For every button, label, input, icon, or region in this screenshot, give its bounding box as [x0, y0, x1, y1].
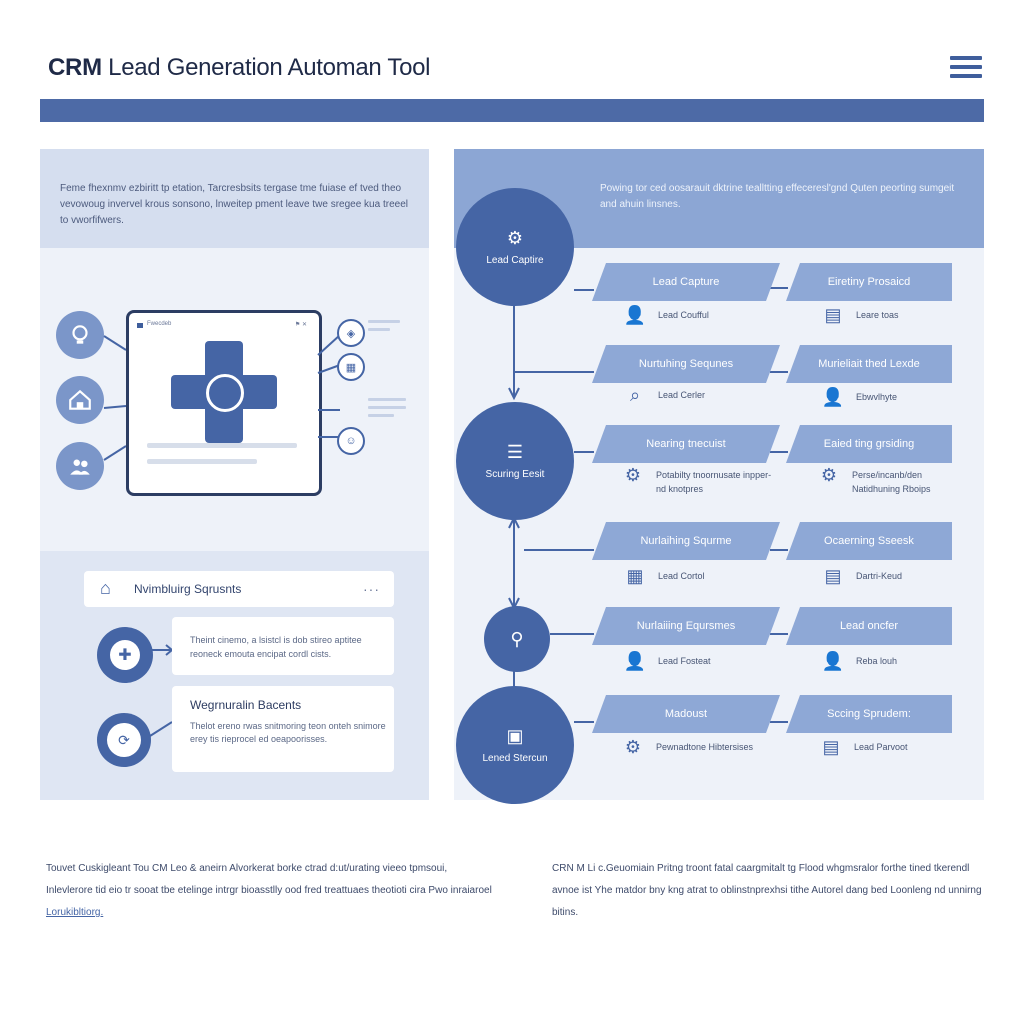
gear-icon: ⚙: [624, 465, 642, 485]
more-options-icon[interactable]: ···: [363, 581, 380, 597]
info-card-a-text: Theint cinemo, a lsistcl is dob stireo a…: [190, 635, 362, 659]
info-card-b: Wegrnuralin Bacents Thelot ereno rwas sn…: [172, 686, 394, 772]
footer-left: Touvet Cuskigleant Tou CM Leo & aneirn A…: [46, 858, 496, 924]
flow-item: 👤Lead Coufful: [622, 305, 772, 334]
flow-node-label: Scuring Eesit: [485, 469, 545, 480]
shield-icon: ◈: [337, 319, 365, 347]
flow-node-label: Lened Stercun: [482, 753, 548, 764]
page-title-bold: CRM: [48, 54, 102, 81]
person-icon: ⚲: [510, 628, 524, 649]
person-icon: 👤: [821, 651, 845, 671]
robot-icon: ⚙: [506, 228, 524, 248]
house-icon: [56, 376, 104, 424]
left-connectors: [103, 335, 127, 461]
team-icon: [56, 442, 104, 490]
right-intro-text: Powing tor ced oosarauit dktrine tealltt…: [600, 183, 955, 210]
flow-banner[interactable]: Sccing Sprudem:: [786, 695, 952, 733]
flow-banner[interactable]: Ocaerning Sseesk: [786, 522, 952, 560]
flow-node-stercun[interactable]: ▣ Lened Stercun: [456, 686, 574, 804]
left-intro-text: Feme fhexnmv ezbiritt tp etation, Tarcre…: [60, 183, 408, 226]
header-banner: [40, 99, 984, 122]
hamburger-menu-icon[interactable]: [950, 56, 982, 82]
footer-right: CRN M Li c.Geuomiain Pritng troont fatal…: [552, 858, 982, 924]
table-icon: ▦: [626, 566, 644, 586]
flow-banner[interactable]: Eiretiny Prosaicd: [786, 263, 952, 301]
cross-ring: [206, 374, 244, 412]
home-icon: ⌂: [100, 578, 111, 598]
window-flag-icon: ⚑ ✕: [294, 322, 307, 328]
flow-item: ▤Leare toas: [820, 305, 960, 334]
nurture-card-header[interactable]: ⌂ Nvimbluirg Sqrusnts ···: [84, 571, 394, 607]
flow-banner[interactable]: Lead Capture: [592, 263, 780, 301]
flow-item: 👤Ebwvlhyte: [820, 387, 960, 416]
right-connectors: [317, 334, 341, 438]
gear-icon: ✚: [97, 627, 153, 683]
person-icon: 👤: [821, 387, 845, 407]
flow-node-lead-capture[interactable]: ⚙ Lead Captire: [456, 188, 574, 306]
face-icon: ☺: [337, 427, 365, 455]
flow-item: 👤Lead Fosteat: [622, 651, 772, 680]
flow-item: 👤Reba louh: [820, 651, 960, 680]
flow-item: ⚙Perse/incanb/den Natidhuning Rboips: [816, 465, 962, 496]
flow-banner[interactable]: Madoust: [592, 695, 780, 733]
person-icon: 👤: [623, 651, 647, 671]
flow-banner[interactable]: Eaied ting grsiding: [786, 425, 952, 463]
flow-banner[interactable]: Murieliait thed Lexde: [786, 345, 952, 383]
chart-icon: ▤: [824, 566, 842, 586]
flow-node-person[interactable]: ⚲: [484, 606, 550, 672]
lightbulb-icon: [56, 311, 104, 359]
footer-left-text: Touvet Cuskigleant Tou CM Leo & aneirn A…: [46, 863, 492, 896]
sync-icon: ⟳: [97, 713, 151, 767]
flow-item: ▤Lead Parvoot: [818, 737, 964, 766]
window-title: Fwecdeb: [147, 321, 172, 327]
flow-node-label: Lead Captire: [486, 255, 544, 266]
flow-item: ⚙Potabilty tnoornusate inpper-nd knotpre…: [620, 465, 780, 496]
page-title: CRM Lead Generation Automan Tool: [48, 54, 431, 82]
info-card-a: Theint cinemo, a lsistcl is dob stireo a…: [172, 617, 394, 675]
flow-item: ⌕Lead Cerler: [622, 385, 772, 414]
list-search-icon: ☰: [506, 442, 524, 462]
app-window-mockup: Fwecdeb ⚑ ✕: [126, 310, 322, 496]
nurture-card-label: Nvimbluirg Sqrusnts: [134, 582, 242, 596]
info-card-b-heading: Wegrnuralin Bacents: [190, 698, 302, 712]
gear-icon: ⚙: [624, 737, 642, 757]
window-logo-icon: [137, 323, 143, 328]
document-lock-icon: ▣: [506, 726, 524, 746]
info-card-b-text: Thelot ereno rwas snitmoring teon onteh …: [190, 721, 386, 744]
building-icon: ▦: [337, 353, 365, 381]
footer-right-text: CRN M Li c.Geuomiain Pritng troont fatal…: [552, 863, 982, 918]
graph-icon: ▤: [824, 305, 842, 325]
flow-banner[interactable]: Nurlaihing Squrme: [592, 522, 780, 560]
flow-item: ▦Lead Cortol: [622, 566, 772, 595]
footer-left-link[interactable]: Lorukibltiorg.: [46, 907, 104, 918]
person-icon: 👤: [623, 305, 647, 325]
flow-item: ▤Dartri-Keud: [820, 566, 960, 595]
flow-banner[interactable]: Nearing tnecuist: [592, 425, 780, 463]
flow-banner[interactable]: Nurtuhing Sequnes: [592, 345, 780, 383]
flow-banner[interactable]: Lead oncfer: [786, 607, 952, 645]
page-title-rest: Lead Generation Automan Tool: [108, 54, 431, 81]
document-icon: ▤: [822, 737, 840, 757]
flow-banner[interactable]: Nurlaiiing Eqursmes: [592, 607, 780, 645]
flow-node-scoring[interactable]: ☰ Scuring Eesit: [456, 402, 574, 520]
gear-icon: ⚙: [820, 465, 838, 485]
flow-item: ⚙Pewnadtone Hibtersises: [620, 737, 780, 766]
search-icon: ⌕: [629, 385, 641, 405]
left-panel-header: [40, 149, 429, 248]
